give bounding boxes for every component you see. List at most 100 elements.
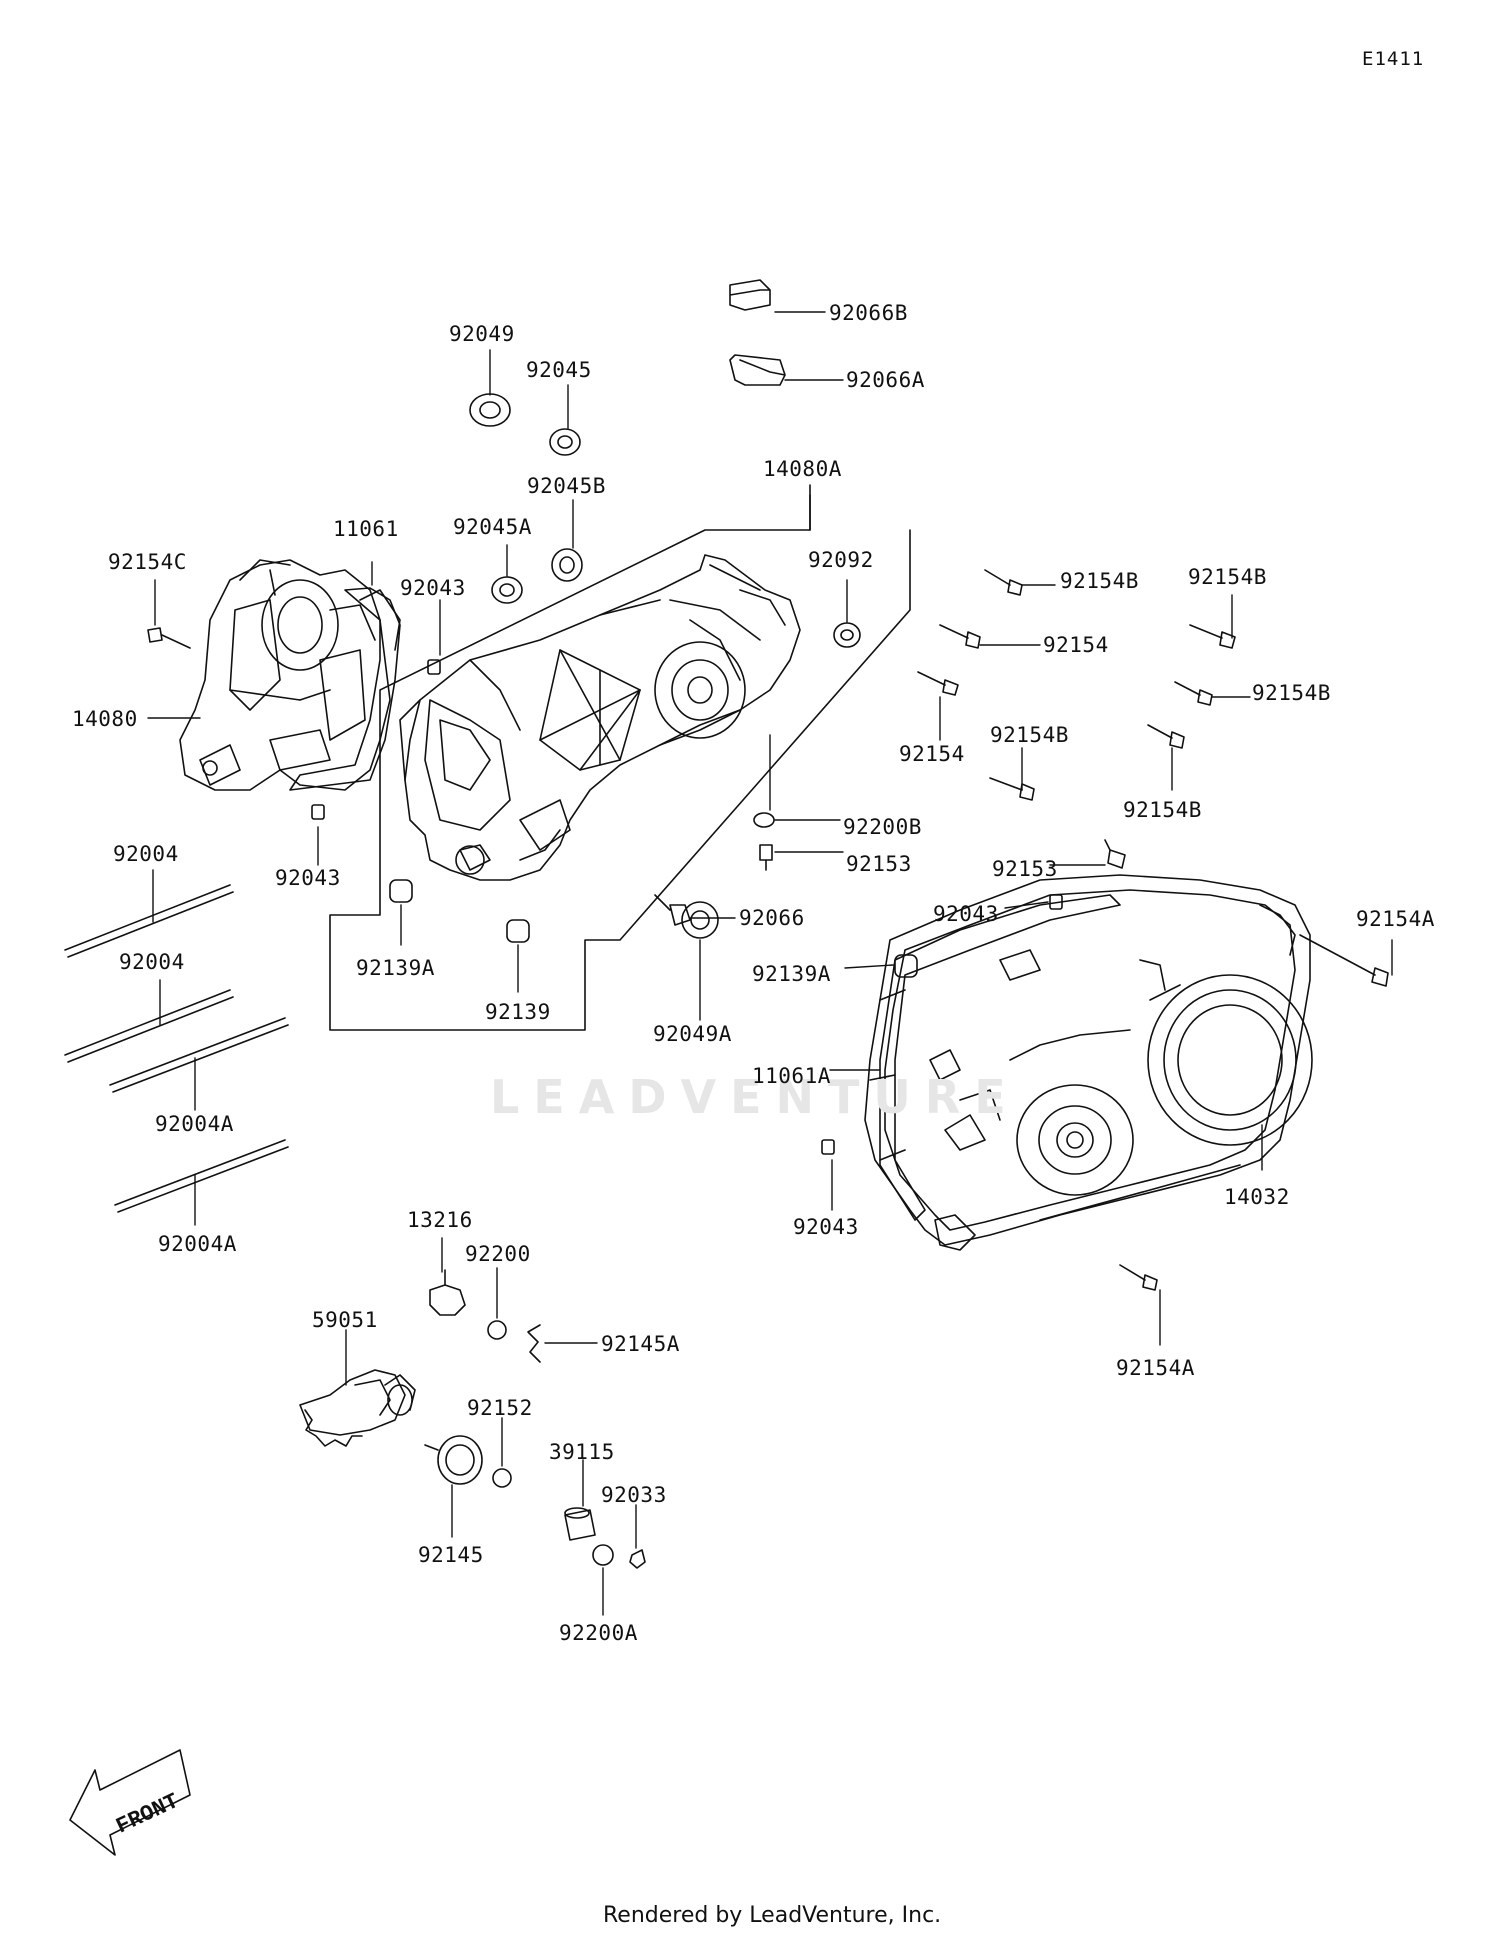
washer-92152 <box>492 1468 512 1488</box>
part-label-92154C[interactable]: 92154C <box>108 550 187 574</box>
damper-92066A <box>729 354 786 386</box>
damper-92066B <box>729 279 771 311</box>
part-label-92066B[interactable]: 92066B <box>829 301 908 325</box>
part-label-92004-2[interactable]: 92004 <box>119 950 185 974</box>
bolt-92154B-4 <box>989 777 1035 801</box>
part-label-11061[interactable]: 11061 <box>333 517 399 541</box>
bushing-92139A-right <box>894 954 918 978</box>
part-label-92045[interactable]: 92045 <box>526 358 592 382</box>
part-label-92033[interactable]: 92033 <box>601 1483 667 1507</box>
bushing-92139A-left <box>389 879 413 903</box>
bushing-92092 <box>833 622 861 648</box>
bolt-92154-2 <box>917 671 959 696</box>
stud-92004-2 <box>64 989 234 1063</box>
part-label-92004A-1[interactable]: 92004A <box>155 1112 234 1136</box>
part-label-92154B-3[interactable]: 92154B <box>1252 681 1331 705</box>
bearing-92049 <box>469 393 511 427</box>
stud-92004A-2 <box>114 1139 289 1213</box>
bolt-92154B-1 <box>984 569 1023 596</box>
part-label-92066A[interactable]: 92066A <box>846 368 925 392</box>
bolt-92154B-2 <box>1189 624 1236 649</box>
kick-shaft-59051 <box>299 1369 416 1447</box>
part-label-92004-1[interactable]: 92004 <box>113 842 179 866</box>
washer-92200 <box>487 1320 507 1340</box>
part-label-92154A-bottom[interactable]: 92154A <box>1116 1356 1195 1380</box>
part-label-92153-right[interactable]: 92153 <box>992 857 1058 881</box>
part-label-59051[interactable]: 59051 <box>312 1308 378 1332</box>
bolt-92153-right <box>1104 839 1126 869</box>
part-label-92152[interactable]: 92152 <box>467 1396 533 1420</box>
part-label-92043-top[interactable]: 92043 <box>400 576 466 600</box>
part-label-92045A[interactable]: 92045A <box>453 515 532 539</box>
seal-92049A <box>681 901 719 939</box>
bolt-92153-mid <box>759 844 773 871</box>
part-label-14080[interactable]: 14080 <box>72 707 138 731</box>
part-label-92004A-2[interactable]: 92004A <box>158 1232 237 1256</box>
part-label-92045B[interactable]: 92045B <box>527 474 606 498</box>
part-label-13216[interactable]: 13216 <box>407 1208 473 1232</box>
crankcase-main-14080A <box>399 554 801 881</box>
front-arrow <box>69 1749 191 1856</box>
assembly-bracket <box>329 494 911 1031</box>
bearing-92045A <box>491 576 523 604</box>
dowel-92043-bottom <box>821 1139 835 1155</box>
part-label-92154A-top[interactable]: 92154A <box>1356 907 1435 931</box>
part-label-92043-left[interactable]: 92043 <box>275 866 341 890</box>
part-label-92043-right[interactable]: 92043 <box>933 902 999 926</box>
part-label-92154-2[interactable]: 92154 <box>899 742 965 766</box>
diagram-code: E1411 <box>1362 48 1425 70</box>
dowel-92043-right <box>1049 894 1063 910</box>
bolt-92154B-3 <box>1174 681 1213 706</box>
part-label-92049[interactable]: 92049 <box>449 322 515 346</box>
part-label-92154B-2[interactable]: 92154B <box>1188 565 1267 589</box>
credit-footer: Rendered by LeadVenture, Inc. <box>603 1903 942 1928</box>
part-label-92092[interactable]: 92092 <box>808 548 874 572</box>
clip-92145A <box>527 1324 541 1363</box>
part-label-92049A[interactable]: 92049A <box>653 1022 732 1046</box>
part-label-92154B-4[interactable]: 92154B <box>990 723 1069 747</box>
bolt-92154A-top <box>1299 934 1389 987</box>
part-label-92139A-left[interactable]: 92139A <box>356 956 435 980</box>
part-label-92154-1[interactable]: 92154 <box>1043 633 1109 657</box>
part-label-92153-mid[interactable]: 92153 <box>846 852 912 876</box>
part-label-92154B-1[interactable]: 92154B <box>1060 569 1139 593</box>
gasket-11061A <box>879 894 1121 1221</box>
dowel-92043-left <box>311 804 325 820</box>
bolt-92154A-bottom <box>1119 1264 1158 1291</box>
crankcase-left-14080 <box>179 559 401 791</box>
part-label-92200A[interactable]: 92200A <box>559 1621 638 1645</box>
part-label-11061A[interactable]: 11061A <box>752 1064 831 1088</box>
part-label-92066[interactable]: 92066 <box>739 906 805 930</box>
dowel-92043-top <box>427 659 441 675</box>
washer-92200A <box>592 1544 614 1566</box>
case-cover-14032 <box>864 874 1313 1251</box>
gear-13216 <box>429 1269 466 1316</box>
part-label-39115[interactable]: 39115 <box>549 1440 615 1464</box>
part-label-92154B-5[interactable]: 92154B <box>1123 798 1202 822</box>
bearing-92045 <box>549 428 581 456</box>
bolt-92154C <box>147 627 191 649</box>
stud-92004A-1 <box>109 1017 289 1093</box>
part-label-14032[interactable]: 14032 <box>1224 1185 1290 1209</box>
gasket-11061 <box>289 587 401 791</box>
washer-92200B <box>753 812 775 828</box>
bushing-92139 <box>506 919 530 943</box>
bolt-92154B-5 <box>1147 724 1185 749</box>
part-label-92200B[interactable]: 92200B <box>843 815 922 839</box>
watermark: LEADVENTURE <box>490 1070 1020 1124</box>
stud-92004-1 <box>64 884 234 958</box>
part-label-92145A[interactable]: 92145A <box>601 1332 680 1356</box>
front-arrow-text: FRONT <box>112 1789 182 1840</box>
bearing-92045B <box>551 548 583 582</box>
part-label-92139A-right[interactable]: 92139A <box>752 962 831 986</box>
part-label-14080A[interactable]: 14080A <box>763 457 842 481</box>
bushing-39115 <box>564 1507 596 1541</box>
part-label-92043-bottom[interactable]: 92043 <box>793 1215 859 1239</box>
part-label-92200[interactable]: 92200 <box>465 1242 531 1266</box>
part-label-92139[interactable]: 92139 <box>485 1000 551 1024</box>
leader-lines <box>147 311 1393 1616</box>
part-label-92145[interactable]: 92145 <box>418 1543 484 1567</box>
bolt-92154-1 <box>939 624 981 649</box>
